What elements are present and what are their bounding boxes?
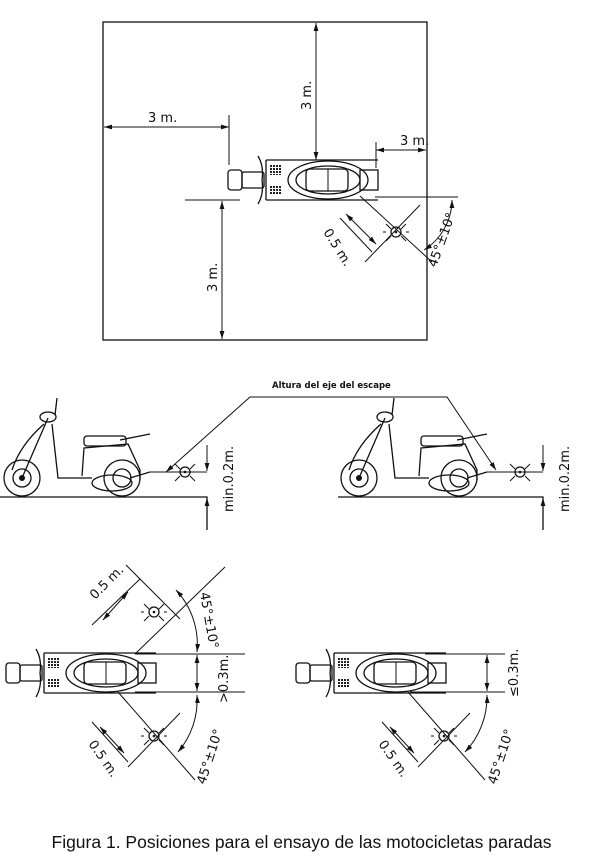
exhaust-height-label: Altura del eje del escape [272,381,391,391]
mic-distance-label: 0.5 m. [320,226,355,269]
angle-label: 45°±10° [426,211,460,270]
side-view: Altura del eje del escape min.0.2m. min.… [0,381,573,530]
ground-line-right [338,496,544,530]
microphone-icon [382,223,410,242]
dim-right-label: 3 m. [400,134,429,149]
scooter-top-view [295,648,447,698]
test-area-boundary [102,21,428,341]
top-view: 3 m. 3 m. 3 m. 3 m. 0.5 m. 45°±10° [102,21,460,341]
close-angle-label: 45°±10° [486,727,518,786]
scooter-top-view [5,648,157,698]
dim-left-label: 3 m. [148,111,177,126]
close-exhaust-view: ≤0.3m. 0.5 m. 45°±10° [295,648,522,786]
microphone-icon-upper [140,603,168,622]
dual-exhaust-view: 0.5 m. 45°±10° >0.3m. 0.5 m. 45°±10° [5,563,245,786]
figure-caption: Figura 1. Posiciones para el ensayo de l… [51,832,552,852]
dim-top-label: 3 m. [300,81,315,110]
min-height-label-left: min.0.2m. [222,446,237,512]
ground-line-left [0,496,208,530]
scooter-top-view [227,155,379,205]
separation-label: >0.3m. [217,655,232,703]
min-height-label-right: min.0.2m. [558,446,573,512]
close-separation-label: ≤0.3m. [507,649,522,697]
dim-bottom-label: 3 m. [206,263,221,292]
upper-angle-label: 45°±10° [196,591,221,650]
scooter-side-view-right [340,397,488,497]
scooter-side-view-left [3,397,151,497]
lower-angle-label: 45°±10° [195,727,227,786]
